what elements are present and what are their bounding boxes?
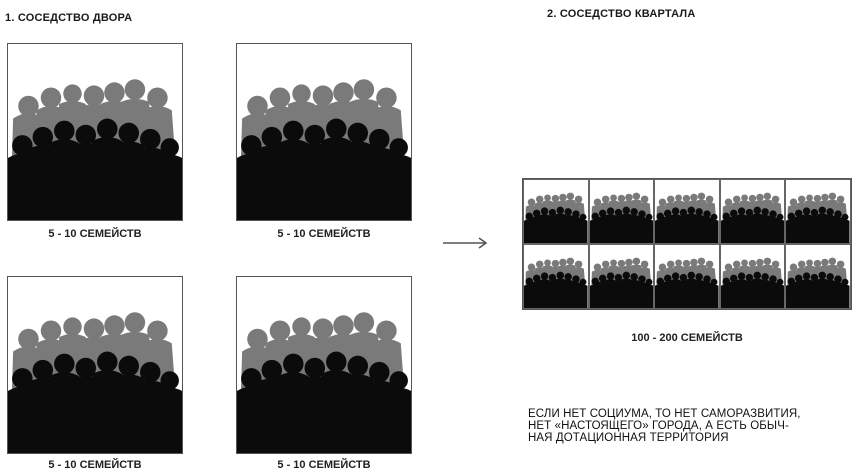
group-frame-2 [236,43,412,221]
group-caption-3: 5 - 10 СЕМЕЙСТВ [48,459,142,471]
group-frame-1 [7,43,183,221]
arrow-right-icon [443,237,488,249]
crowd-silhouette-icon [8,277,182,453]
grid-cell [588,244,655,309]
grid-cell [719,179,786,244]
grid-cell [785,179,851,244]
conclusion-line: НЕТ «НАСТОЯЩЕГО» ГОРОДА, А ЕСТЬ ОБЫЧ- [528,420,789,432]
group-caption-4: 5 - 10 СЕМЕЙСТВ [277,459,371,471]
crowd-silhouette-icon [8,44,182,220]
grid-caption: 100 - 200 СЕМЕЙСТВ [631,332,743,344]
block-crowd-grid [522,178,852,310]
grid-cell [654,179,720,244]
grid-cell [719,244,786,309]
conclusion-line: ЕСЛИ НЕТ СОЦИУМА, ТО НЕТ САМОРАЗВИТИЯ, [528,408,801,420]
group-caption-2: 5 - 10 СЕМЕЙСТВ [277,228,371,240]
crowd-silhouette-icon [721,245,785,308]
crowd-silhouette-icon [590,180,654,243]
left-section-title: 1. СОСЕДСТВО ДВОРА [5,12,133,24]
crowd-silhouette-icon [721,180,785,243]
crowd-silhouette-icon [524,180,588,243]
crowd-silhouette-icon [786,245,850,308]
group-caption-1: 5 - 10 СЕМЕЙСТВ [48,228,142,240]
right-section-title: 2. СОСЕДСТВО КВАРТАЛА [547,8,696,20]
crowd-silhouette-icon [237,44,411,220]
conclusion-line: НАЯ ДОТАЦИОННАЯ ТЕРРИТОРИЯ [528,432,729,444]
grid-cell [654,244,720,309]
conclusion-text: ЕСЛИ НЕТ СОЦИУМА, ТО НЕТ САМОРАЗВИТИЯ, Н… [528,408,801,444]
grid-cell [523,179,589,244]
group-frame-3 [7,276,183,454]
crowd-silhouette-icon [524,245,588,308]
crowd-silhouette-icon [590,245,654,308]
grid-cell [588,179,655,244]
crowd-silhouette-icon [655,245,719,308]
grid-cell [523,244,589,309]
crowd-silhouette-icon [786,180,850,243]
crowd-silhouette-icon [655,180,719,243]
crowd-silhouette-icon [237,277,411,453]
grid-cell [785,244,851,309]
group-frame-4 [236,276,412,454]
